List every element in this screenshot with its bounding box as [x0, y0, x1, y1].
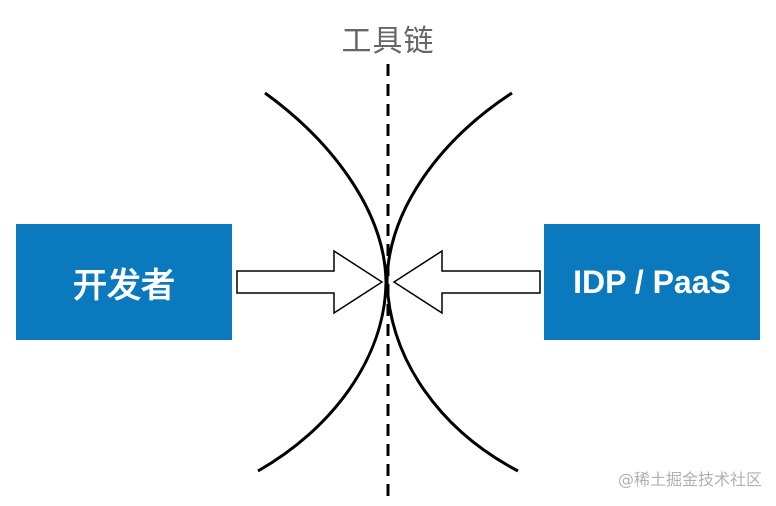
- watermark-text: @稀土掘金技术社区: [617, 470, 762, 489]
- developer-box: 开发者: [16, 224, 232, 340]
- lower-right-curve: [385, 281, 519, 473]
- developer-label: 开发者: [73, 265, 175, 306]
- diagram-title: 工具链: [341, 24, 435, 59]
- upper-left-curve: [264, 91, 388, 283]
- platform-label: IDP / PaaS: [573, 263, 731, 300]
- right-arrow-icon: [392, 249, 541, 315]
- lower-left-curve: [257, 281, 388, 473]
- left-arrow-icon: [236, 249, 384, 315]
- platform-box: IDP / PaaS: [544, 224, 760, 340]
- upper-right-curve: [385, 91, 513, 283]
